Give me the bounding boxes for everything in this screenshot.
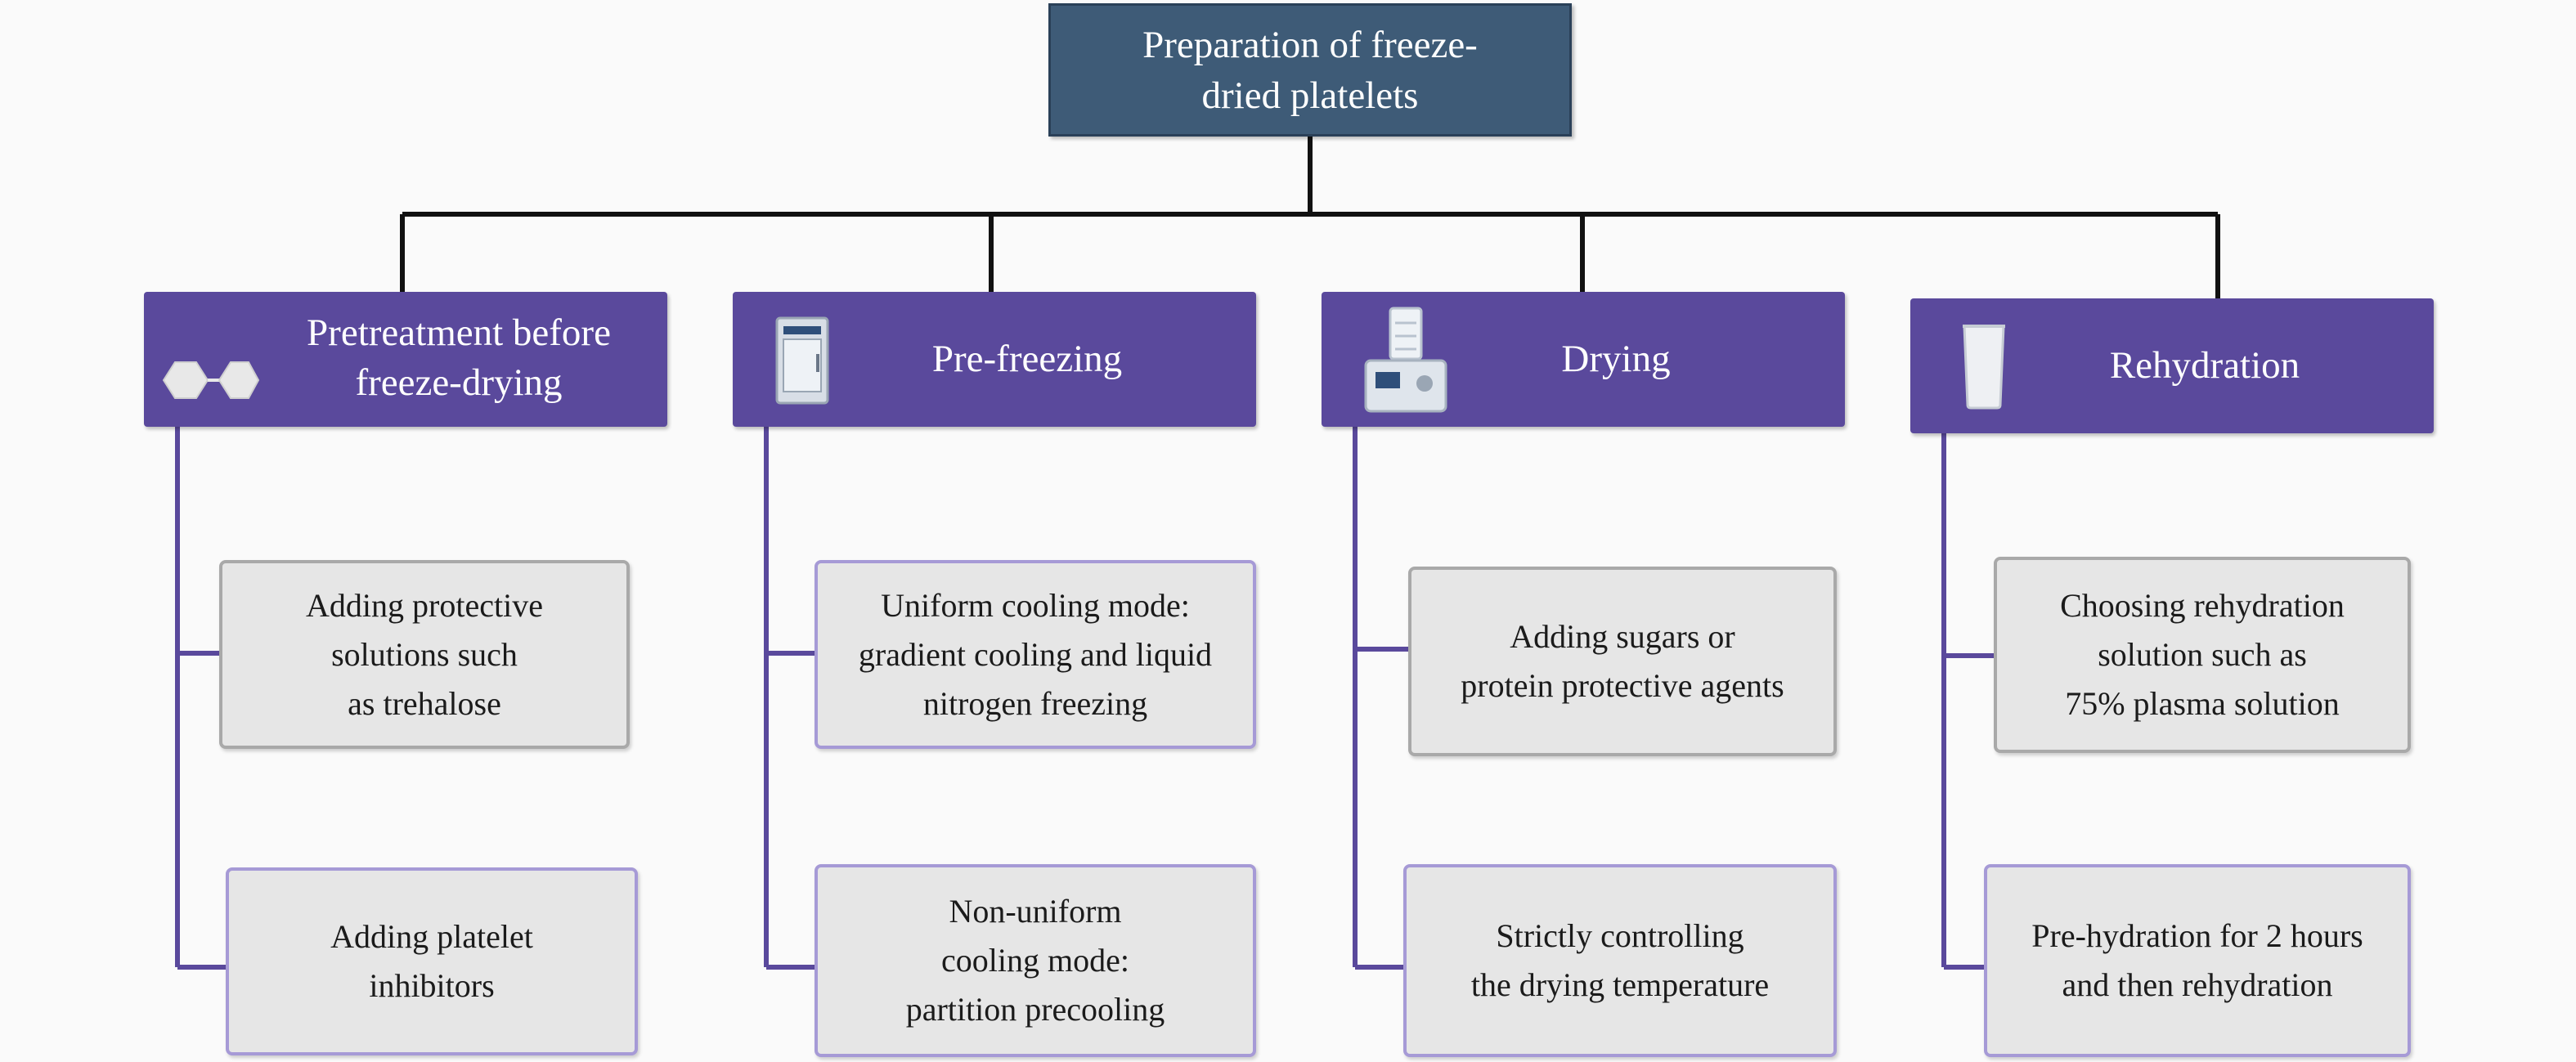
leaf-prefreezing-2: Non-uniform cooling mode: partition prec…: [815, 864, 1256, 1057]
root-node: Preparation of freeze- dried platelets: [1048, 3, 1572, 137]
leaf-drying-1: Adding sugars or protein protective agen…: [1408, 567, 1837, 756]
category-label-prefreezing: Pre-freezing: [931, 338, 1123, 380]
category-label-drying: Drying: [1561, 338, 1671, 380]
leaf-pretreatment-2: Adding platelet inhibitors: [226, 867, 638, 1055]
category-label-rehydration: Rehydration: [2109, 344, 2300, 387]
leaf-rehydration-2: Pre-hydration for 2 hours and then rehyd…: [1984, 864, 2411, 1057]
leaf-text: Choosing rehydration solution such as 75…: [2060, 587, 2345, 722]
category-pretreatment: Pretreatment before freeze-drying: [144, 292, 667, 427]
freeze-dryer-icon: [1359, 303, 1449, 418]
leaf-text: Non-uniform cooling mode: partition prec…: [905, 893, 1165, 1028]
leaf-prefreezing-1: Uniform cooling mode: gradient cooling a…: [815, 560, 1256, 749]
category-label-pretreatment: Pretreatment before freeze-drying: [307, 311, 611, 404]
leaf-rehydration-1: Choosing rehydration solution such as 75…: [1994, 557, 2411, 753]
category-drying: Drying: [1322, 292, 1845, 427]
root-title: Preparation of freeze- dried platelets: [1142, 23, 1478, 117]
leaf-text: Adding protective solutions such as treh…: [306, 586, 543, 722]
leaf-drying-2: Strictly controlling the drying temperat…: [1403, 864, 1837, 1057]
category-prefreezing: Pre-freezing: [733, 292, 1256, 427]
leaf-text: Pre-hydration for 2 hours and then rehyd…: [2031, 917, 2363, 1003]
leaf-text: Adding sugars or protein protective agen…: [1461, 618, 1784, 704]
category-rehydration: Rehydration: [1910, 298, 2434, 433]
freezer-icon: [774, 315, 831, 406]
leaf-pretreatment-1: Adding protective solutions such as treh…: [219, 560, 630, 749]
leaf-text: Adding platelet inhibitors: [330, 918, 533, 1004]
leaf-text: Uniform cooling mode: gradient cooling a…: [858, 586, 1213, 722]
beaker-icon: [1959, 320, 2008, 411]
molecule-icon: [154, 356, 260, 405]
leaf-text: Strictly controlling the drying temperat…: [1470, 917, 1770, 1003]
